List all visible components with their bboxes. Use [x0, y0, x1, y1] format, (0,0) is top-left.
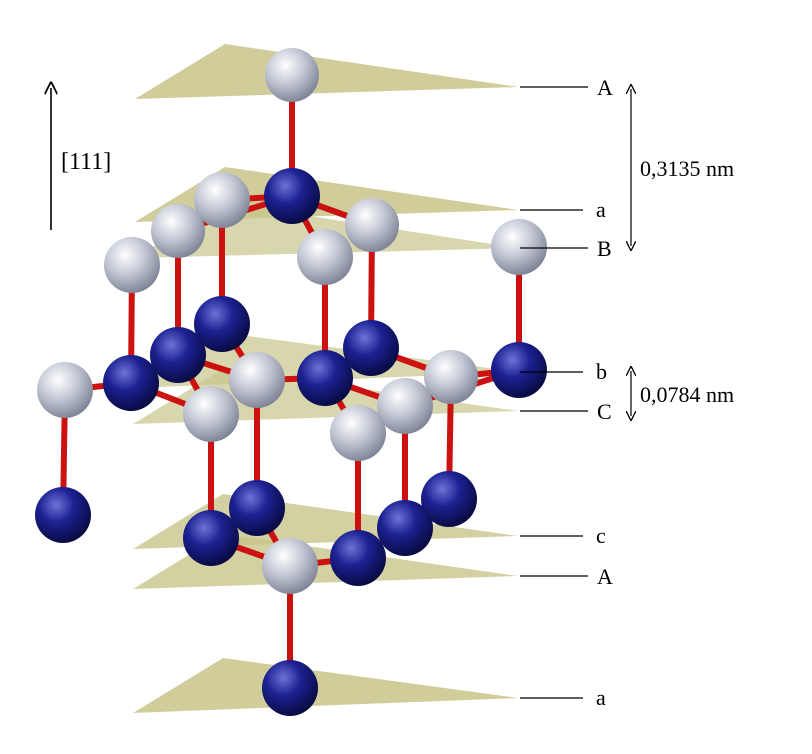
spacing-small-label: 0,0784 nm	[640, 382, 735, 407]
dark-atom-m2	[150, 327, 206, 383]
light-atom-l2	[104, 237, 160, 293]
layer-label-b: b	[596, 359, 607, 384]
atoms	[35, 48, 547, 716]
light-atom-q1	[262, 538, 318, 594]
dark-atom-m1	[194, 296, 250, 352]
dark-atom-t2	[264, 168, 320, 224]
layer-label-B: B	[597, 236, 612, 261]
light-atom-l4	[345, 198, 399, 252]
dark-atom-p5	[421, 471, 477, 527]
dark-atom-p1	[35, 487, 91, 543]
light-atom-l6	[194, 172, 250, 228]
light-atom-l1	[151, 204, 205, 258]
light-atom-n5	[424, 350, 478, 404]
light-atom-t1	[265, 48, 319, 102]
dark-atom-p2	[229, 480, 285, 536]
dark-atom-m6	[491, 342, 547, 398]
layer-label-a-bottom: a	[596, 685, 606, 710]
direction-label: [111]	[61, 149, 112, 175]
dark-atom-q2	[262, 660, 318, 716]
layer-label-A-lower: A	[597, 564, 613, 589]
dark-atom-p4	[377, 500, 433, 556]
light-atom-n4	[377, 378, 433, 434]
layer-label-a-top: a	[596, 197, 606, 222]
layer-label-C: C	[597, 399, 612, 424]
light-atom-l5	[491, 219, 547, 275]
light-atom-n3	[229, 352, 285, 408]
dark-atom-m4	[297, 350, 353, 406]
plane-A-top	[135, 44, 518, 99]
layer-label-c: c	[596, 523, 606, 548]
layer-label-A-top: A	[597, 75, 613, 100]
light-atom-n2	[183, 386, 239, 442]
dark-atom-p6	[330, 530, 386, 586]
light-atom-n6	[330, 405, 386, 461]
leader-lines	[520, 86, 588, 699]
spacing-large-label: 0,3135 nm	[640, 156, 735, 181]
dark-atom-m3	[103, 355, 159, 411]
plane-a-bottom	[133, 658, 518, 713]
light-atom-l3	[297, 229, 353, 285]
dark-atom-m5	[343, 320, 399, 376]
light-atom-n1	[37, 362, 93, 418]
dark-atom-p3	[183, 510, 239, 566]
